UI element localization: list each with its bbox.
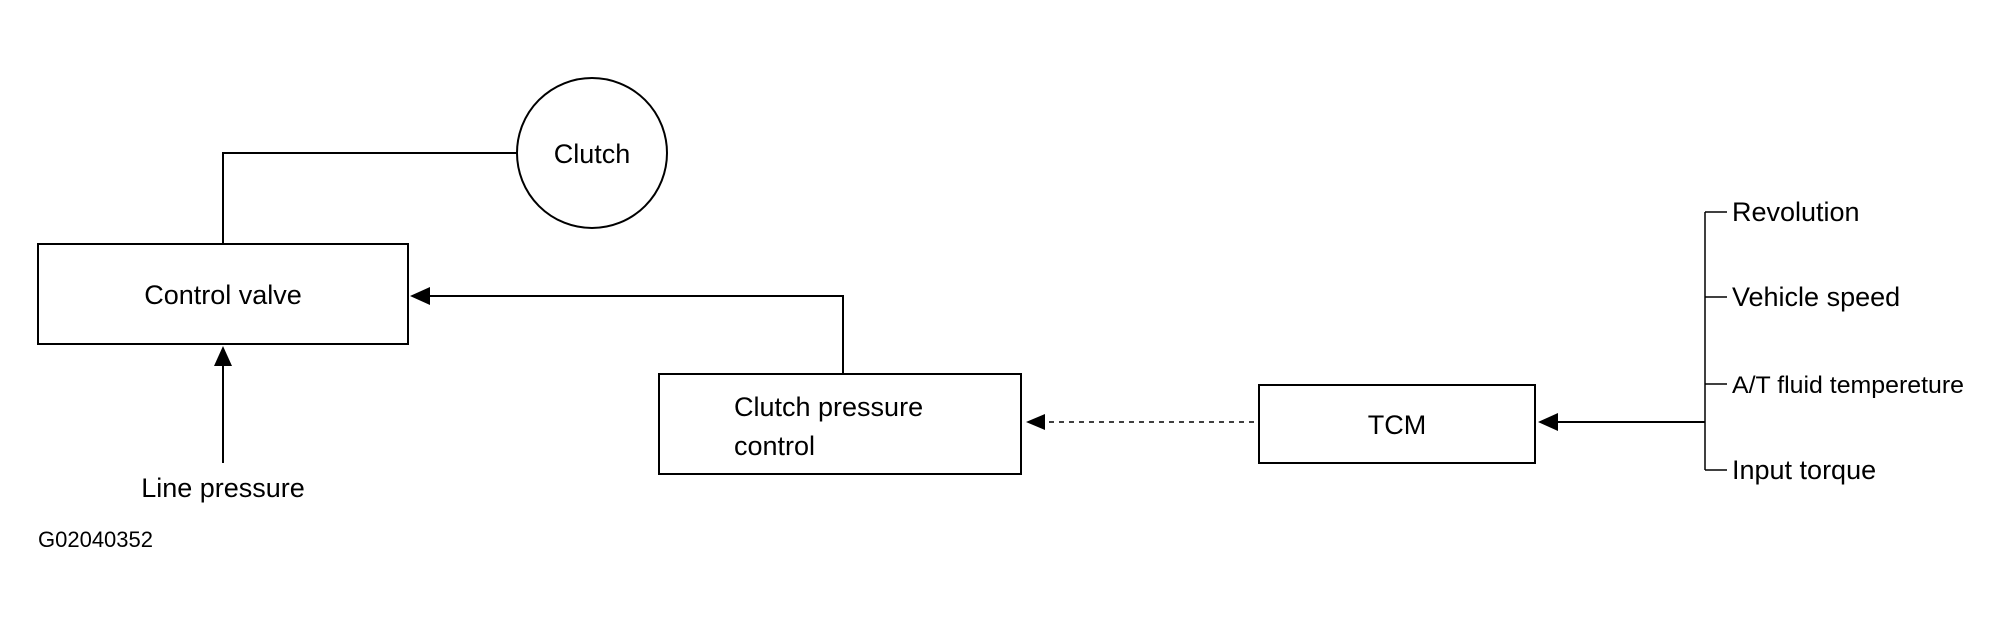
clutch-pressure-control-line-1: Clutch pressure: [734, 392, 923, 422]
valve-to-clutch-line: [222, 152, 517, 244]
pressure-control-to-valve-arrow: [410, 287, 844, 374]
input-at-fluid-temperature: A/T fluid tempereture: [1732, 372, 1964, 399]
line-pressure-arrow: [214, 346, 232, 463]
clutch-pressure-control-node: Clutch pressure control: [658, 373, 1022, 475]
control-valve-label: Control valve: [144, 280, 302, 310]
tcm-to-pressure-control-arrow: [1026, 414, 1254, 430]
inputs-to-tcm-arrow: [1538, 413, 1705, 431]
line-pressure-label: Line pressure: [141, 473, 305, 503]
clutch-node: Clutch: [516, 77, 668, 229]
clutch-label: Clutch: [554, 139, 631, 169]
input-bus: [1704, 211, 1727, 471]
input-revolution: Revolution: [1732, 197, 1860, 227]
clutch-pressure-control-label: Clutch pressure control: [734, 392, 931, 461]
tcm-label: TCM: [1368, 410, 1426, 440]
control-valve-node: Control valve: [37, 243, 409, 345]
input-vehicle-speed: Vehicle speed: [1732, 282, 1900, 312]
input-torque: Input torque: [1732, 455, 1876, 485]
clutch-pressure-control-line-2: control: [734, 431, 815, 461]
figure-id: G02040352: [38, 527, 153, 552]
tcm-node: TCM: [1258, 384, 1536, 464]
